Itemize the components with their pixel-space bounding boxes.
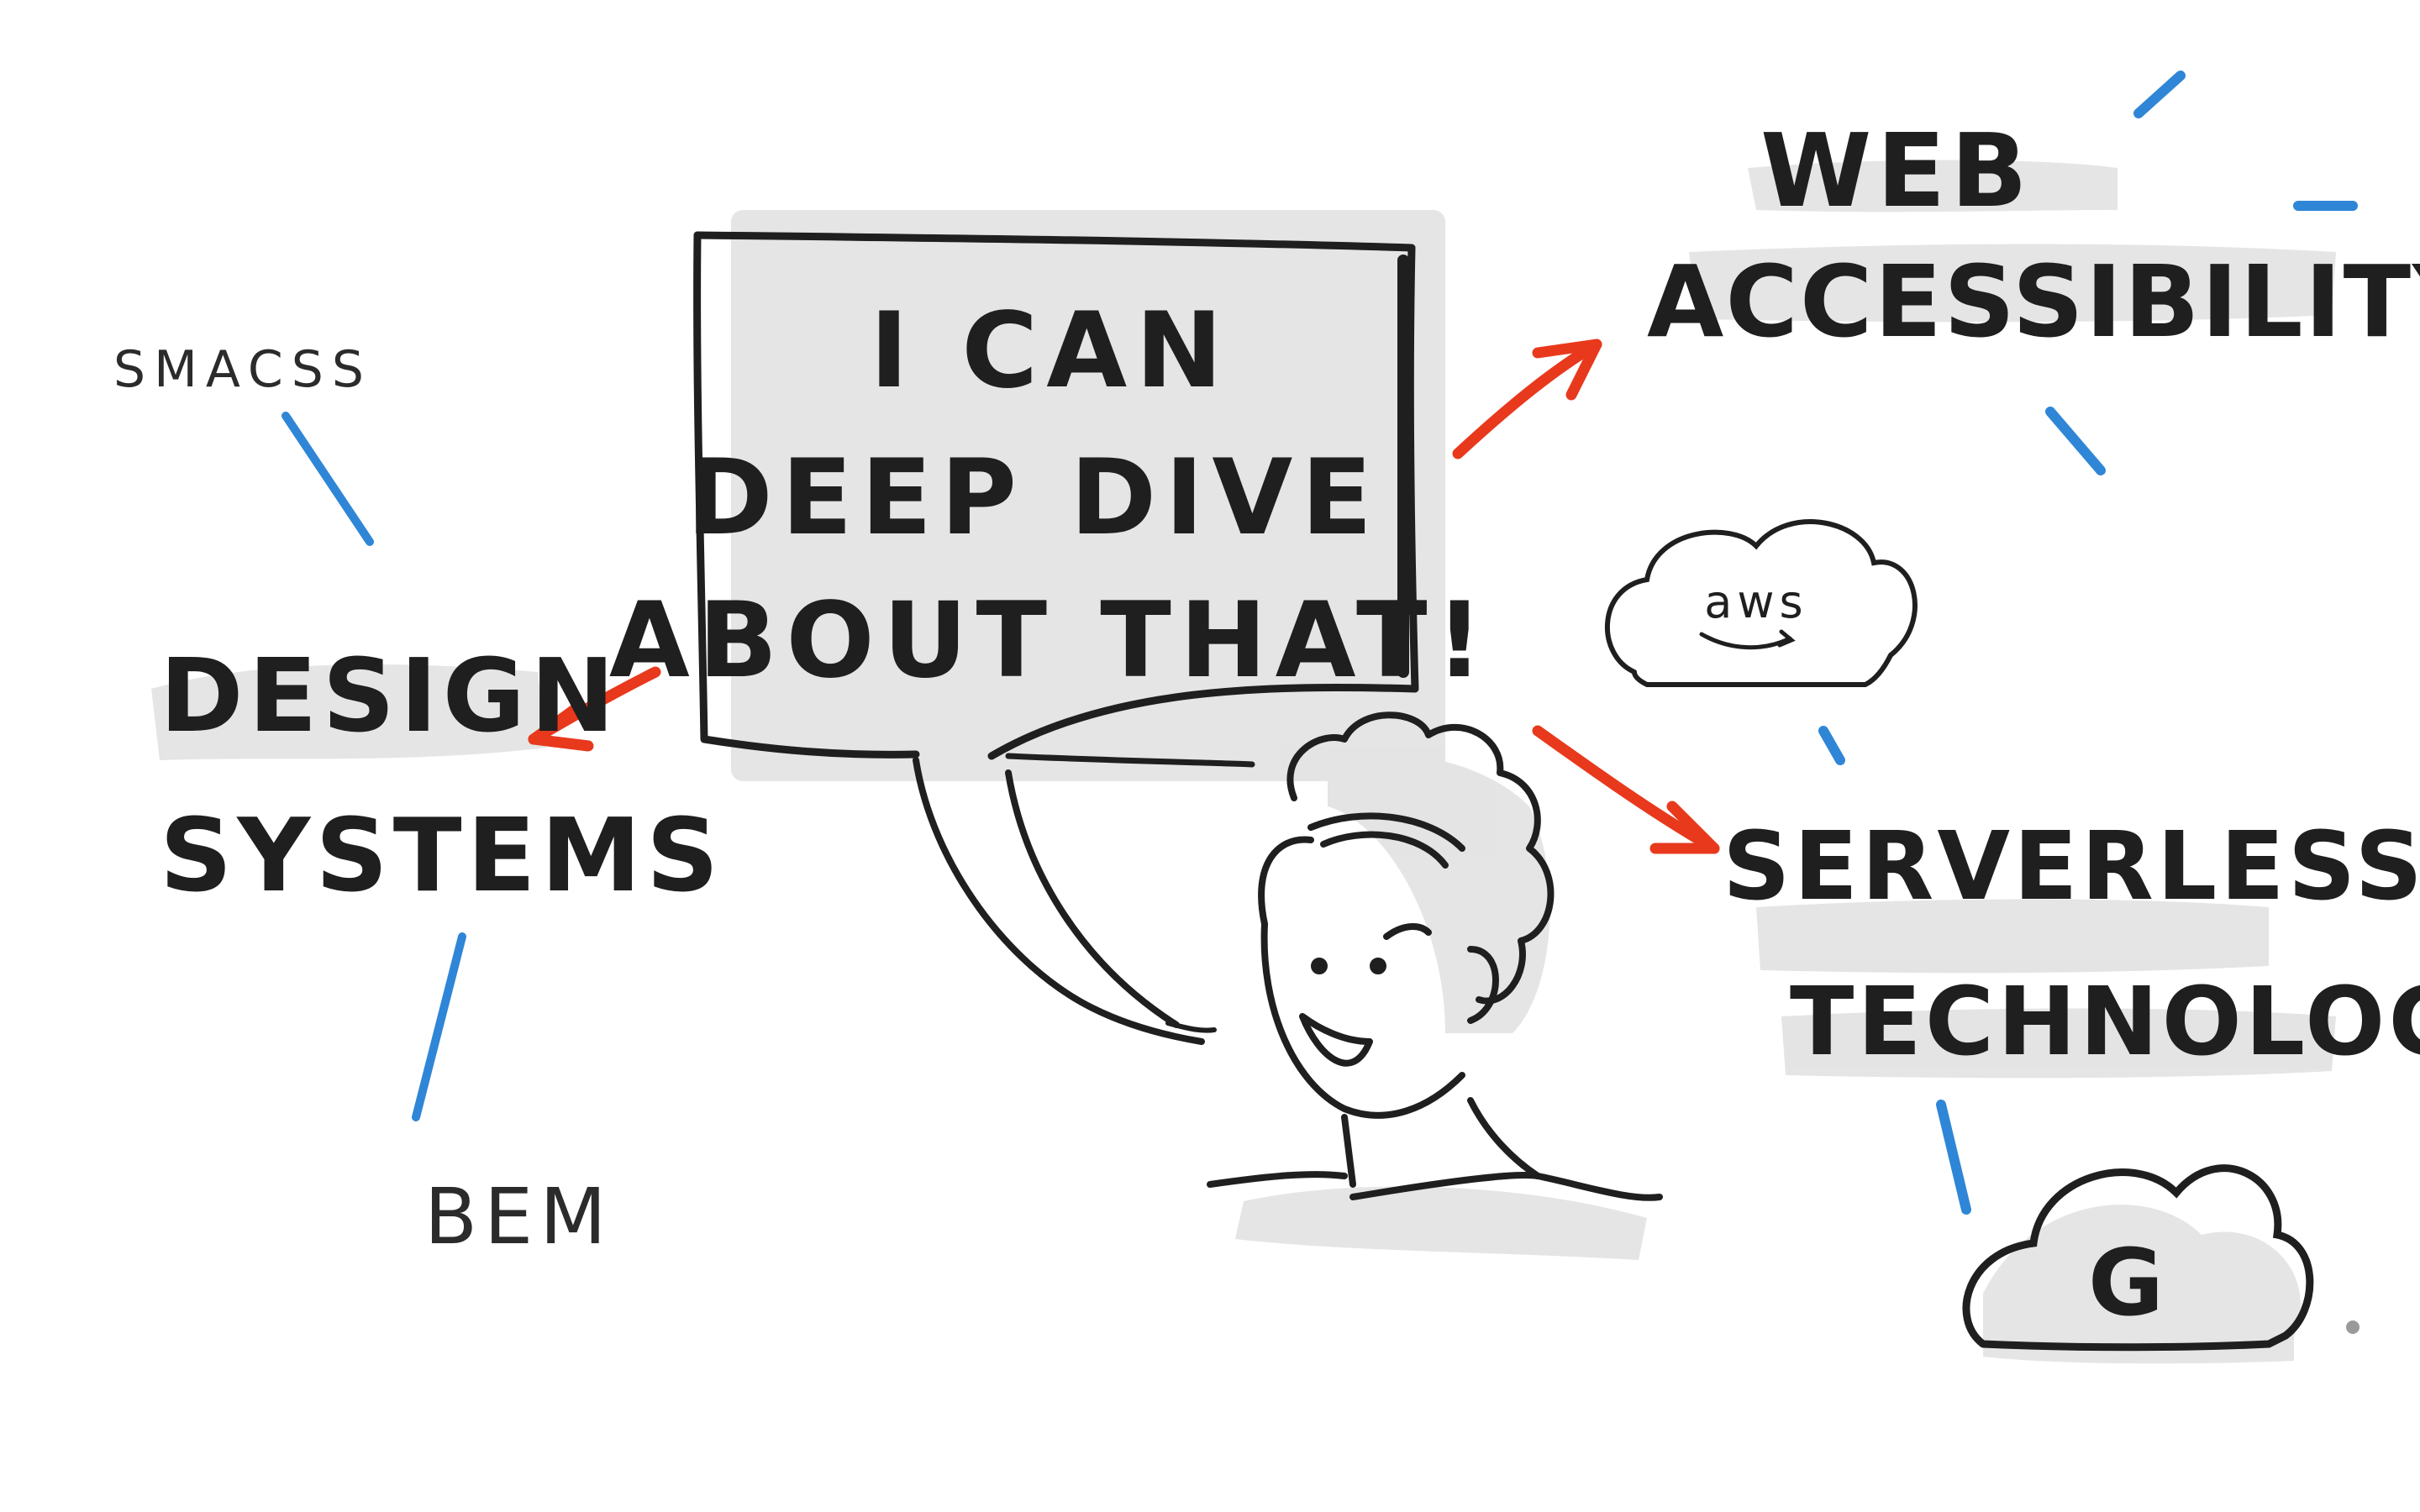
smacss-label: SMACSS: [113, 340, 372, 399]
arrows: [528, 339, 1720, 854]
bem-label: BEM: [424, 1172, 613, 1262]
eyebrow-right: [1383, 923, 1432, 940]
speech-bubble: [693, 231, 1419, 1045]
speech-bubble-tail-tip: [1165, 1021, 1217, 1033]
person-hair-shadow: [1328, 755, 1550, 1033]
design-systems-shadow: [151, 664, 546, 760]
speech-bubble-text: I CAN DEEP DIVE ABOUT THAT!: [609, 291, 1491, 701]
technology-shadow: [1781, 1008, 2336, 1079]
person-shoulder-shadow: [1235, 1186, 1647, 1260]
aws-cloud-logo: aws: [1605, 519, 1918, 765]
web-shadow: [1748, 160, 2118, 213]
bubble-line-2: DEEP DIVE: [687, 438, 1381, 559]
accessibility-label: ACCESSIBILITY: [1647, 244, 2420, 360]
aws-connector: [1818, 726, 1845, 765]
hair-fringe: [1307, 812, 1465, 869]
face-outline: [1258, 836, 1465, 1119]
neck: [1341, 1097, 1541, 1188]
smacss-connector: [281, 412, 374, 546]
cloud-icon: [1605, 519, 1918, 687]
accessibility-shadow: [1689, 244, 2336, 323]
speech-bubble-frame: [693, 231, 1419, 760]
person-illustration: [1207, 711, 1663, 1201]
technology-label: TECHNOLOGY: [1790, 968, 2420, 1077]
bubble-line-1: I CAN: [870, 291, 1231, 412]
google-cloud-logo: G: [1962, 1164, 2360, 1352]
bubble-shadow: [731, 210, 1445, 781]
shoulders: [1207, 1171, 1663, 1201]
dot: [2346, 1320, 2360, 1334]
mouth: [1299, 1013, 1373, 1067]
google-label: G: [2088, 1229, 2164, 1336]
google-connector: [1936, 1100, 1971, 1215]
speech-bubble-tail: [913, 757, 1205, 1045]
google-cloud-shadow: [1983, 1205, 2301, 1364]
cloud-icon: [1962, 1164, 2314, 1352]
design-systems-line-2: SYSTEMS: [160, 798, 723, 915]
aws-label: aws: [1704, 575, 1807, 628]
accent-strokes: [2045, 71, 2358, 475]
bem-connector: [412, 932, 466, 1121]
web-accessibility-cluster: WEB ACCESSIBILITY: [1647, 71, 2420, 475]
bubble-line-3: ABOUT THAT!: [609, 580, 1491, 701]
aws-smile: [1699, 629, 1796, 650]
arrow-to-serverless: [1532, 725, 1720, 854]
speech-bubble-tail-inner: [1005, 769, 1180, 1028]
arrow-to-design-systems: [528, 666, 661, 752]
design-systems-line-1: DESIGN: [160, 638, 620, 755]
web-label: WEB: [1760, 113, 2033, 230]
eye-right: [1370, 958, 1386, 974]
serverless-label: SERVERLESS: [1723, 812, 2420, 921]
design-systems-cluster: DESIGN SYSTEMS SMACSS BEM: [113, 340, 723, 1262]
serverless-cluster: SERVERLESS TECHNOLOGY: [1723, 812, 2420, 1215]
eye-left: [1311, 958, 1328, 974]
hair: [1286, 711, 1555, 1005]
serverless-shadow: [1756, 899, 2269, 974]
speech-bubble-frame-bottom: [1005, 753, 1255, 768]
arrow-to-web-accessibility: [1452, 339, 1602, 459]
speech-bubble-frame-left: [693, 231, 920, 759]
ear: [1467, 946, 1499, 1024]
